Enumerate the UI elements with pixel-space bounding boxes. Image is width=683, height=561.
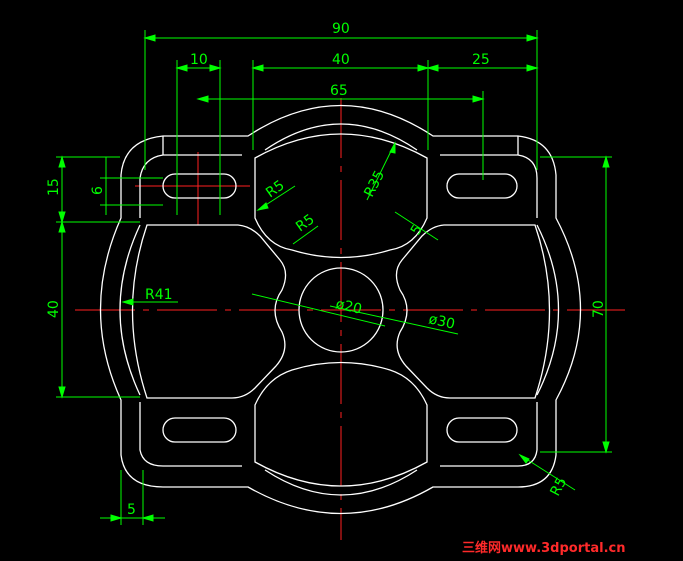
slot-bottom-right [446,417,518,443]
r5-b-label: R5 [293,211,317,235]
arrow-40-bottom [58,386,66,399]
r41-label: R41 [145,287,173,303]
r35-label: R35 [361,168,388,200]
leader-r5-c [519,454,576,491]
watermark: 三维网www.3dportal.cn [462,540,625,556]
top-pocket [254,133,428,259]
slot-bottom-left [162,417,237,443]
bottom-pocket [254,361,428,487]
slot-top-right [446,173,518,199]
dimension-lines [56,30,612,525]
arrow-90-left [143,34,156,42]
leader-c5 [394,211,439,241]
arrow-r41 [121,298,134,306]
dim-25-label: 25 [472,52,490,68]
dim-5-label: 5 [127,502,136,518]
center-hole [298,267,384,353]
arrow-r5-a [256,202,269,211]
arrow-40-right [417,64,430,72]
arrow-10-right [209,64,222,72]
dim-70-label: 70 [591,300,607,318]
left-pocket [131,224,287,399]
leader-phi20 [251,293,386,327]
arrow-15-top [58,155,66,168]
arrow-65-left [196,95,209,103]
r5-c-label: R5 [547,475,570,499]
arrow-90-right [526,34,539,42]
arrow-65-right [472,95,485,103]
dim-40-top-label: 40 [332,52,350,68]
dimension-texts: 90 10 40 25 65 15 6 40 70 5 R5 R5 R35 R4… [46,21,607,518]
arrow-70-bottom [602,441,610,454]
arrow-40-top [58,220,66,233]
phi30-label: ø30 [427,311,456,333]
dim-40-left-label: 40 [46,300,62,318]
arrow-5-right [141,514,154,522]
dim-15-label: 15 [46,178,62,196]
right-pocket [395,224,551,399]
dim-90-label: 90 [332,21,350,37]
leader-r5-b [292,225,319,245]
arrow-r35 [389,141,396,154]
part-outline [99,104,582,515]
dim-10-label: 10 [190,52,208,68]
arrow-25-left [426,64,439,72]
r5-a-label: R5 [263,177,287,201]
phi20-label: ø20 [334,296,363,318]
arrow-70-top [602,155,610,168]
dim-65-label: 65 [330,83,348,99]
arrow-10-left [175,64,188,72]
slot-top-left [162,173,237,199]
center-lines [75,98,625,540]
outer-boundary [99,104,582,515]
arrow-15-bottom [58,211,66,224]
arrow-5-left [110,514,123,522]
leader-phi30 [329,305,459,335]
arrow-25-right [526,64,539,72]
arrow-r5-c [518,453,530,464]
dim-6-label: 6 [90,186,106,195]
arrow-40-left [251,64,264,72]
